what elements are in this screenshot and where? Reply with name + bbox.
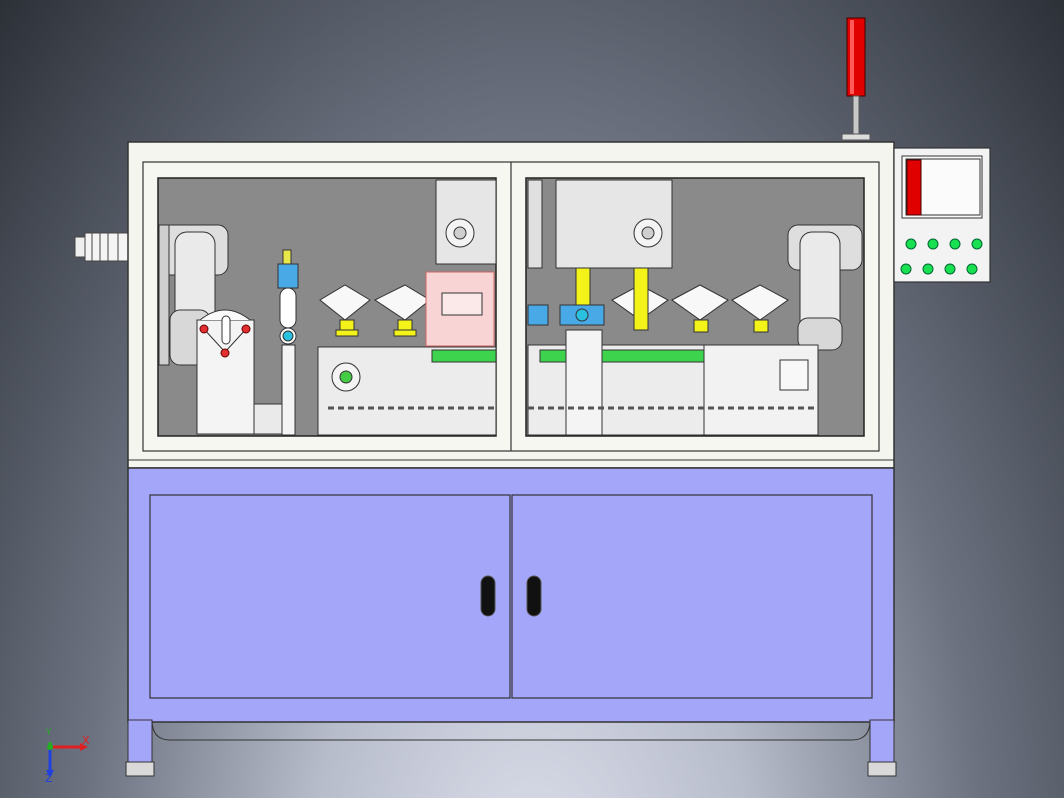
left-sensor — [277, 249, 299, 436]
left-parts — [319, 284, 431, 337]
x-axis-label: X — [82, 734, 90, 747]
stack-light — [841, 17, 871, 141]
left-press-head — [425, 179, 497, 347]
right-window — [525, 177, 865, 437]
left-dispenser — [196, 309, 283, 435]
y-axis-label: Y — [46, 728, 52, 738]
cable-connector — [74, 232, 131, 262]
right-parts — [527, 267, 789, 333]
left-window — [157, 177, 497, 437]
left-conveyor — [317, 346, 497, 436]
axis-triad — [46, 742, 88, 778]
right-conveyor — [527, 329, 819, 436]
control-panel — [893, 147, 991, 283]
right-press-head — [527, 179, 673, 269]
z-axis-label: Z — [45, 772, 53, 785]
panel-buttons[interactable] — [900, 238, 983, 275]
right-door-handle — [526, 575, 542, 617]
cabinet — [125, 467, 897, 777]
right-robot — [787, 224, 863, 351]
left-door-handle — [480, 575, 496, 617]
